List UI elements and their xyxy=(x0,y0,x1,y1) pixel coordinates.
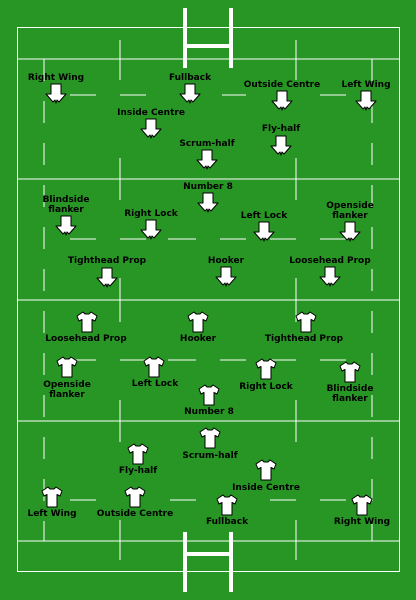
pointing-shirt-icon xyxy=(215,266,237,287)
15m-ticks xyxy=(70,40,346,560)
jersey-icon xyxy=(216,494,238,516)
goal-posts-top xyxy=(183,8,233,68)
pointing-shirt-icon xyxy=(355,90,377,111)
top_team-label-blindside-flanker: Blindside flanker xyxy=(42,195,90,215)
top_team-label-fly-half: Fly-half xyxy=(261,124,301,134)
top_team-label-left-wing: Left Wing xyxy=(341,80,391,90)
pointing-shirt-icon xyxy=(96,267,118,288)
bottom_team-label-left-lock: Left Lock xyxy=(131,379,179,389)
top_team-label-loosehead-prop: Loosehead Prop xyxy=(289,256,371,266)
bottom_team-label-blindside-flanker: Blindside flanker xyxy=(326,384,374,404)
jersey-icon xyxy=(295,311,317,333)
jersey-icon xyxy=(255,459,277,481)
bottom_team-label-outside-centre: Outside Centre xyxy=(96,509,174,519)
top_team-label-scrum-half: Scrum-half xyxy=(179,139,235,149)
bottom_team-label-loosehead-prop: Loosehead Prop xyxy=(45,334,127,344)
bottom_team-label-right-lock: Right Lock xyxy=(239,382,293,392)
jersey-icon xyxy=(339,361,361,383)
jersey-icon xyxy=(199,427,221,449)
goal-posts-bottom xyxy=(183,532,233,592)
top_team-label-outside-centre: Outside Centre xyxy=(243,80,321,90)
pointing-shirt-icon xyxy=(197,192,219,213)
jersey-icon xyxy=(124,486,146,508)
top_team-label-inside-centre: Inside Centre xyxy=(117,108,185,118)
pointing-shirt-icon xyxy=(253,221,275,242)
bottom_team-label-right-wing: Right Wing xyxy=(333,517,391,527)
jersey-icon xyxy=(143,356,165,378)
jersey-icon xyxy=(198,384,220,406)
pointing-shirt-icon xyxy=(140,118,162,139)
jersey-icon xyxy=(187,311,209,333)
jersey-icon xyxy=(76,311,98,333)
jersey-icon xyxy=(255,358,277,380)
top_team-label-left-lock: Left Lock xyxy=(240,211,288,221)
bottom_team-label-inside-centre: Inside Centre xyxy=(232,483,300,493)
top_team-label-tighthead-prop: Tighthead Prop xyxy=(67,256,147,266)
pointing-shirt-icon xyxy=(179,83,201,104)
top_team-label-hooker: Hooker xyxy=(207,256,245,266)
pitch-lines xyxy=(17,27,400,572)
bottom_team-label-left-wing: Left Wing xyxy=(27,509,77,519)
jersey-icon xyxy=(127,443,149,465)
pointing-shirt-icon xyxy=(271,90,293,111)
bottom_team-label-scrum-half: Scrum-half xyxy=(182,451,238,461)
bottom_team-label-hooker: Hooker xyxy=(179,334,217,344)
top_team-label-right-lock: Right Lock xyxy=(124,209,178,219)
jersey-icon xyxy=(56,356,78,378)
pointing-shirt-icon xyxy=(196,149,218,170)
top_team-label-right-wing: Right Wing xyxy=(27,73,85,83)
pointing-shirt-icon xyxy=(55,215,77,236)
bottom_team-label-number-8: Number 8 xyxy=(184,407,234,417)
top_team-label-fullback: Fullback xyxy=(168,73,212,83)
top_team-label-openside-flanker: Openside flanker xyxy=(326,201,374,221)
bottom_team-label-tighthead-prop: Tighthead Prop xyxy=(264,334,344,344)
bottom_team-label-fly-half: Fly-half xyxy=(118,466,158,476)
pointing-shirt-icon xyxy=(319,266,341,287)
jersey-icon xyxy=(41,486,63,508)
pointing-shirt-icon xyxy=(45,83,67,104)
pointing-shirt-icon xyxy=(140,219,162,240)
top_team-label-number-8: Number 8 xyxy=(183,182,233,192)
pointing-shirt-icon xyxy=(339,221,361,242)
bottom_team-label-openside-flanker: Openside flanker xyxy=(43,380,91,400)
pointing-shirt-icon xyxy=(270,135,292,156)
jersey-icon xyxy=(351,494,373,516)
bottom_team-label-fullback: Fullback xyxy=(205,517,249,527)
